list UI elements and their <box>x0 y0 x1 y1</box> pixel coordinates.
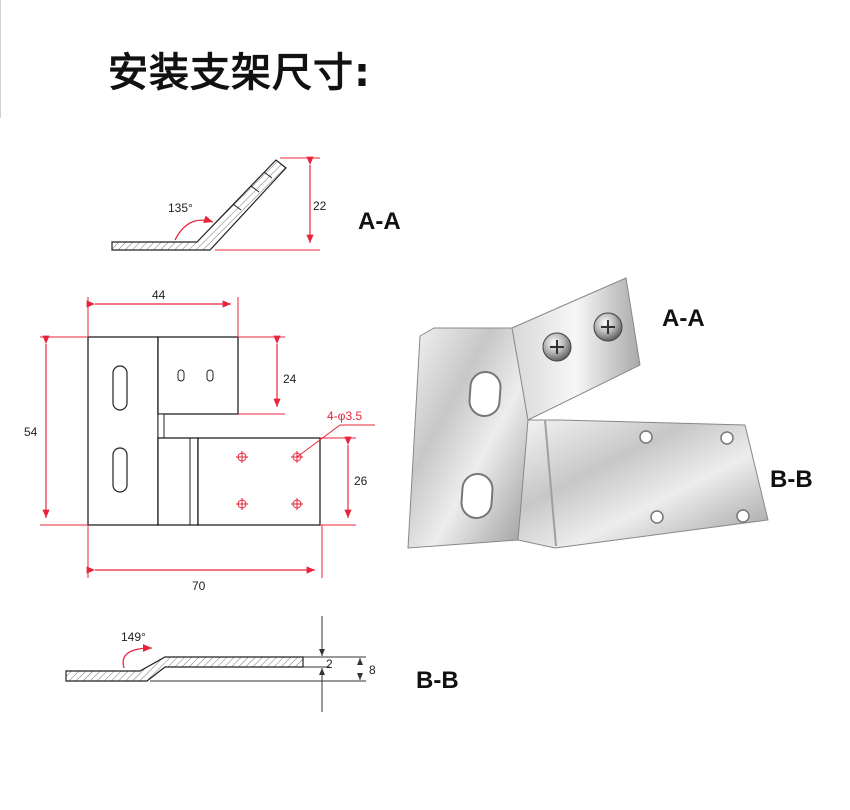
bb-angle-label: 149° <box>121 630 146 644</box>
section-aa-label: A-A <box>358 208 401 235</box>
dim-54: 54 <box>24 425 38 439</box>
page-title: 安装支架尺寸: <box>108 50 371 96</box>
bb-offset-label: 8 <box>369 663 376 677</box>
aa-height-label: 22 <box>313 199 327 213</box>
bracket-photo <box>407 277 769 549</box>
top-view-drawing <box>40 297 375 578</box>
dim-24: 24 <box>283 372 297 386</box>
section-bb-label: B-B <box>416 667 459 694</box>
dim-70: 70 <box>192 579 206 593</box>
dim-44: 44 <box>152 288 166 302</box>
page-edge-line <box>0 0 1 118</box>
hole-spec-label: 4-φ3.5 <box>327 409 362 423</box>
dim-26: 26 <box>354 474 368 488</box>
photo-label-bb: B-B <box>770 466 813 493</box>
photo-label-aa: A-A <box>662 305 705 332</box>
section-bb-drawing <box>65 616 366 712</box>
bb-thickness-label: 2 <box>326 657 333 671</box>
section-aa-drawing <box>111 156 320 251</box>
aa-angle-label: 135° <box>168 201 193 215</box>
